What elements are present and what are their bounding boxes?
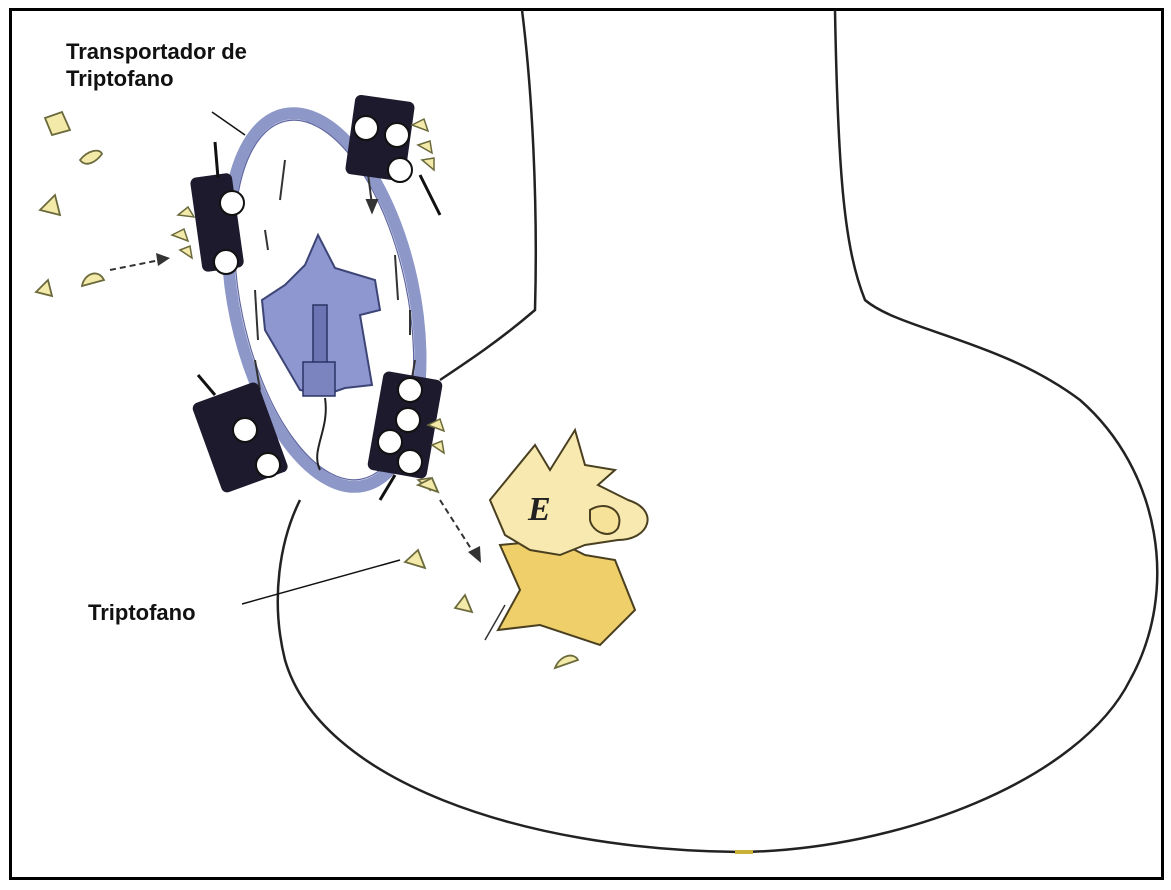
tryptophan-molecules-outside — [36, 112, 104, 296]
label-tryptophan-transporter: Transportador de Triptofano — [66, 38, 247, 92]
enzyme-arrow — [440, 500, 481, 563]
membrane-mark — [735, 850, 753, 854]
label-transporter-line1: Transportador de — [66, 38, 247, 65]
enzyme-letter: E — [527, 491, 551, 528]
transporter-leader-line — [212, 112, 245, 135]
label-transporter-line2: Triptofano — [66, 65, 247, 92]
tryptophan-transporter-lower-left — [191, 375, 289, 494]
enzyme-e — [485, 430, 648, 645]
uptake-arrow — [110, 253, 170, 270]
cell-membrane-left — [440, 10, 536, 380]
tryptophan-leader-line — [242, 560, 400, 604]
label-tryptophan: Triptofano — [88, 599, 196, 626]
tryptophan-transporter-upper-right — [345, 94, 440, 215]
